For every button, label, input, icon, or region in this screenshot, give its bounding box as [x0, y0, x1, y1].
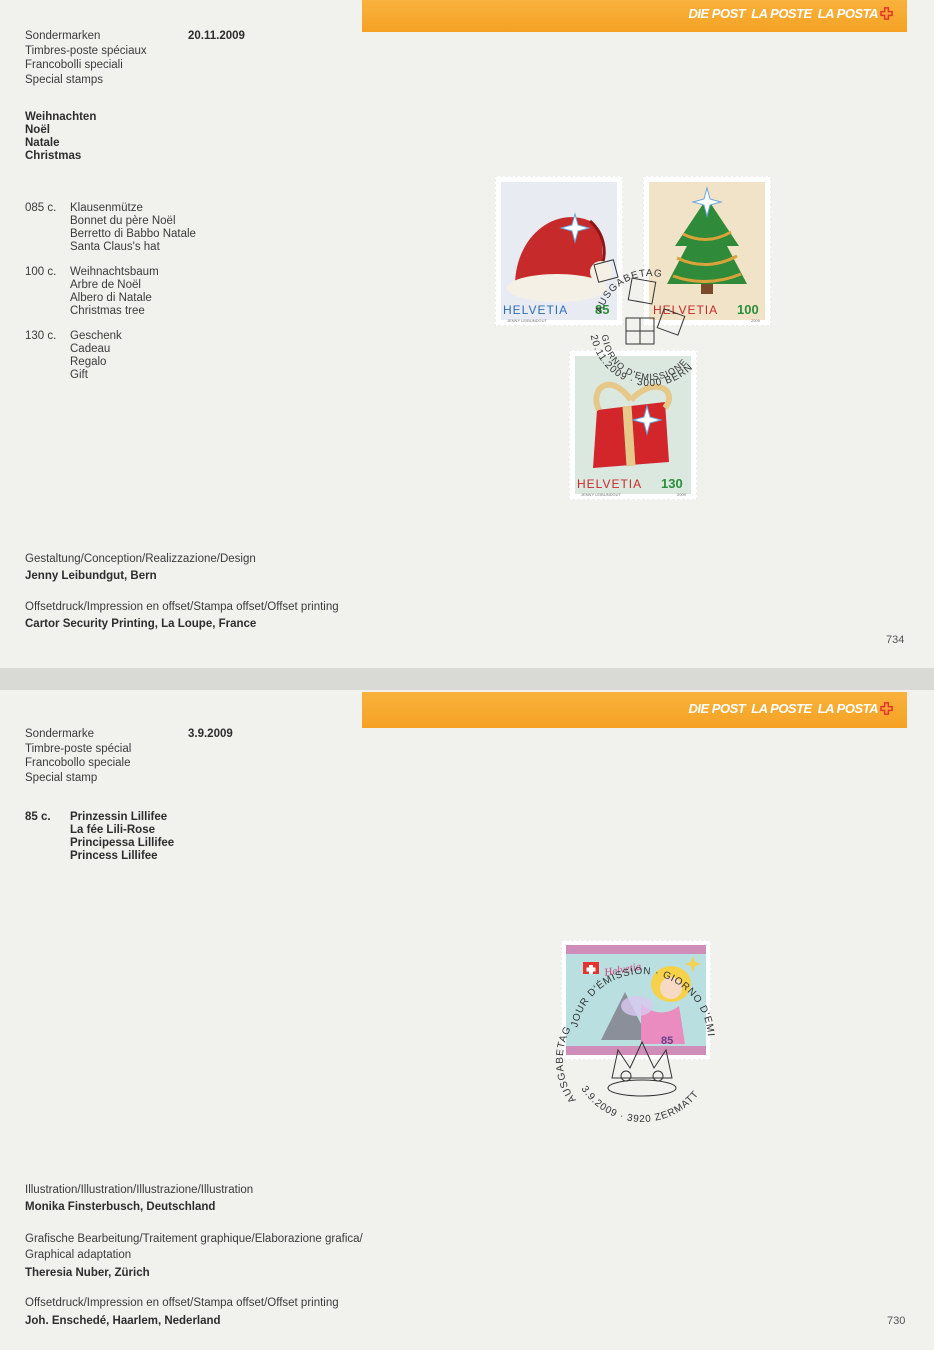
svg-text:85: 85 — [661, 1035, 673, 1047]
credit-label-continued: Graphical adaptation — [25, 1249, 132, 1261]
stamp-gift: HELVETIA 130 JENNY LEIBUNDGUT 2009 — [569, 350, 697, 500]
svg-text:HELVETIA: HELVETIA — [503, 303, 568, 317]
value-row: 130 c. — [25, 330, 57, 342]
credit-label: Illustration/Illustration/Illustrazione/… — [25, 1184, 254, 1196]
value-names: Weihnachtsbaum Arbre de Noël Albero di N… — [70, 266, 159, 317]
swiss-cross-icon — [880, 7, 893, 20]
credit-value: Cartor Security Printing, La Loupe, Fran… — [25, 618, 257, 630]
value-row: 100 c. — [25, 266, 57, 278]
svg-text:3.9.2009 · 3920 ZERMATT: 3.9.2009 · 3920 ZERMATT — [579, 1084, 702, 1125]
svg-text:100: 100 — [737, 302, 759, 317]
stamp-princess-lillifee: Helvetia 85 — [561, 940, 711, 1060]
credit-label: Offsetdruck/Impression en offset/Stampa … — [25, 1297, 339, 1309]
svg-text:2009: 2009 — [677, 492, 687, 497]
star-icon — [631, 404, 663, 436]
page-number: 730 — [887, 1315, 906, 1327]
svg-text:HELVETIA: HELVETIA — [653, 303, 718, 317]
issue-date: 3.9.2009 — [188, 728, 233, 740]
issue-header: Sondermarke Timbre-poste spécial Francob… — [25, 728, 132, 784]
svg-text:2009: 2009 — [751, 318, 761, 323]
page-number: 734 — [886, 634, 905, 646]
credit-value: Theresia Nuber, Zürich — [25, 1267, 150, 1279]
value-names: Geschenk Cadeau Regalo Gift — [70, 330, 122, 381]
issue-header: Sondermarken Timbres-poste spéciaux Fran… — [25, 30, 147, 86]
credit-label: Gestaltung/Conception/Realizzazione/Desi… — [25, 553, 256, 565]
swiss-cross-icon — [880, 702, 893, 715]
svg-text:130: 130 — [661, 476, 683, 491]
credit-label: Grafische Bearbeitung/Traitement graphiq… — [25, 1233, 363, 1245]
value-names: Klausenmütze Bonnet du père Noël Berrett… — [70, 202, 196, 253]
stamp-santa-hat: HELVETIA 85 JENNY LEIBUNDGUT — [495, 176, 623, 326]
value-row: 85 c. — [25, 811, 51, 823]
credit-value: Jenny Leibundgut, Bern — [25, 570, 157, 582]
stamp-christmas-tree: HELVETIA 100 2009 — [643, 176, 771, 326]
credit-value: Joh. Enschedé, Haarlem, Nederland — [25, 1315, 221, 1327]
star-icon — [691, 186, 723, 218]
svg-text:HELVETIA: HELVETIA — [577, 477, 642, 491]
credit-label: Offsetdruck/Impression en offset/Stampa … — [25, 601, 339, 613]
issue-title: Weihnachten Noël Natale Christmas — [25, 111, 97, 162]
svg-text:85: 85 — [595, 302, 609, 317]
value-row: 085 c. — [25, 202, 57, 214]
credit-value: Monika Finsterbusch, Deutschland — [25, 1201, 216, 1213]
svg-text:JENNY LEIBUNDGUT: JENNY LEIBUNDGUT — [581, 492, 621, 497]
star-icon — [685, 956, 701, 972]
svg-text:JENNY LEIBUNDGUT: JENNY LEIBUNDGUT — [507, 318, 547, 323]
issue-date: 20.11.2009 — [188, 30, 245, 42]
star-icon — [559, 212, 591, 244]
value-names: Prinzessin Lillifee La fée Lili-Rose Pri… — [70, 811, 175, 862]
